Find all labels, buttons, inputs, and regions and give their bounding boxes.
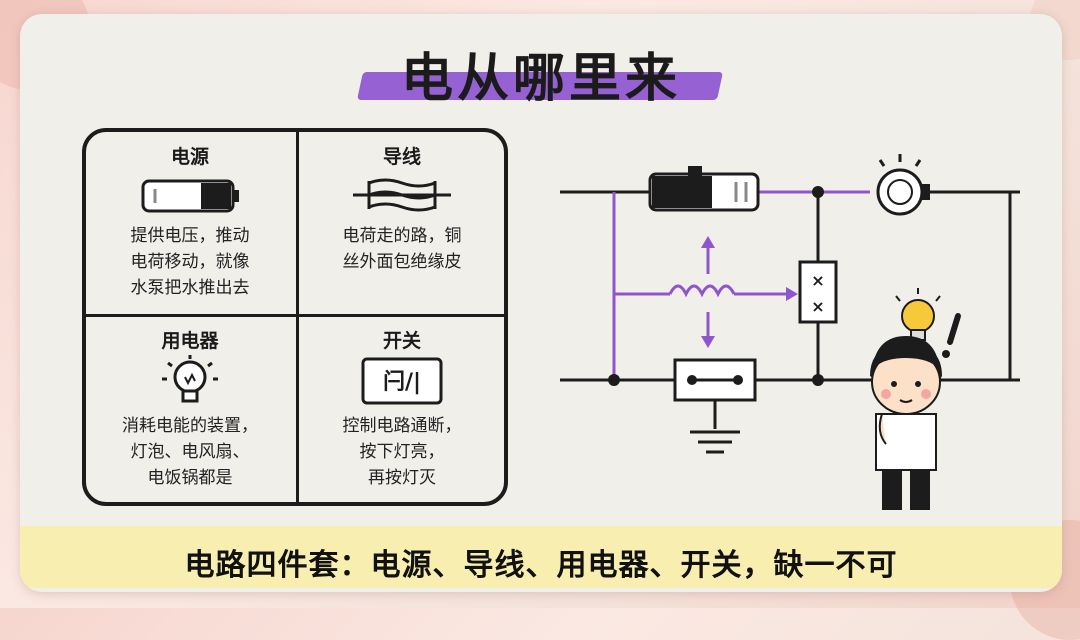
desc-line: 消耗电能的装置， [122,416,258,436]
desc-line: 丝外面包绝缘皮 [342,252,462,272]
main-card: 电从哪里来 电源 提供电压，推动 电荷移动，就像 水泵把水推出去 导线 [20,14,1062,592]
fuse-box-icon: × × [798,260,838,324]
ground-icon [690,430,740,454]
svg-text:×: × [811,297,824,316]
cell-title: 导线 [382,146,421,168]
desc-line: 提供电压，推动 [130,226,250,246]
grid-divider-horizontal [86,314,504,317]
idea-bulb-icon [895,288,941,341]
desc-line: 水泵把水推出去 [130,278,250,298]
circuit-diagram: × × [560,154,1020,510]
lightbulb-icon [162,355,218,403]
cell-title: 开关 [382,330,421,352]
desc-line: 电饭锅都是 [147,468,233,488]
desc-line: 电荷走的路，铜 [342,226,462,246]
cell-title: 用电器 [161,330,219,352]
svg-text:×: × [811,271,824,290]
lamp-icon [876,154,930,216]
cell-power-source: 电源 提供电压，推动 电荷移动，就像 水泵把水推出去 [86,142,294,301]
grid-divider-vertical [296,132,299,502]
boy-character-icon [870,336,942,510]
arrow-down-icon [701,336,715,348]
arrow-up-icon [701,236,715,248]
coil-icon [668,284,736,298]
arrow-right-icon [786,287,798,301]
junction-dot [812,186,824,198]
switch-icon: 闩/| [361,357,443,405]
cell-switch: 开关 闩/| 控制电路通断， 按下灯亮， 再按灯灭 [298,326,506,491]
battery-icon [141,179,239,213]
summary-bar: 电路四件套：电源、导线、用电器、开关，缺一不可 [20,526,1062,588]
page-title: 电从哪里来 [400,48,681,109]
switch-glyph: 闩/| [383,369,421,395]
exclamation-icon [942,313,961,358]
summary-text: 电路四件套：电源、导线、用电器、开关，缺一不可 [184,548,898,583]
battery-icon [648,166,760,212]
desc-line: 再按灯灭 [368,468,436,488]
wire-icon [353,178,451,212]
component-grid: 电源 提供电压，推动 电荷移动，就像 水泵把水推出去 导线 [82,128,508,506]
cell-wire: 导线 电荷走的路，铜 丝外面包绝缘皮 [298,142,506,275]
circuit-switch-icon [673,358,757,402]
desc-line: 按下灯亮， [359,442,445,462]
desc-line: 灯泡、电风扇、 [130,442,250,462]
desc-line: 电荷移动，就像 [130,252,250,272]
junction-dot [812,374,824,386]
cell-appliance: 用电器 消耗电能的装置， 灯泡、电风扇、 电饭锅都是 [86,326,294,491]
cell-title: 电源 [170,146,209,168]
junction-dot [608,374,620,386]
desc-line: 控制电路通断， [342,416,462,436]
